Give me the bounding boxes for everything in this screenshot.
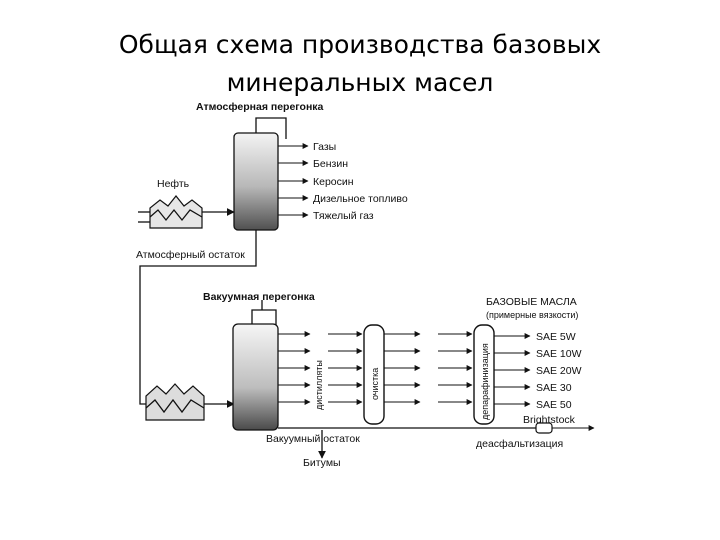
arrows-from-purification: [384, 331, 421, 405]
atm-product-labels: Газы Бензин Керосин Дизельное топливо Тя…: [313, 141, 408, 222]
grade-label-4: SAE 30: [536, 382, 572, 394]
vac-residue-label: Вакуумный остаток: [266, 433, 360, 445]
atm-residue-label: Атмосферный остаток: [136, 249, 245, 261]
atmospheric-column: [233, 132, 279, 231]
label-gasoline: Бензин: [313, 158, 348, 170]
label-gases: Газы: [313, 141, 336, 153]
distillates-label: дистилляты: [314, 360, 324, 410]
purification-unit: [363, 324, 385, 425]
atm-furnace-coil: [149, 208, 203, 222]
vac-distillate-arrows: [278, 331, 311, 405]
grade-labels: SAE 5W SAE 10W SAE 20W SAE 30 SAE 50: [536, 331, 582, 411]
atmospheric-heading: Атмосферная перегонка: [196, 101, 324, 113]
vacuum-heading: Вакуумная перегонка: [203, 291, 315, 303]
vac-overhead-line: [251, 309, 277, 329]
atm-overhead-line: [255, 117, 287, 139]
label-kerosene: Керосин: [313, 176, 354, 188]
grade-label-5: SAE 50: [536, 399, 572, 411]
arrows-to-purification: [328, 331, 363, 405]
slide-title-line-1: Общая схема производства базовых: [118, 30, 602, 59]
grade-label-2: SAE 10W: [536, 348, 582, 360]
deasphalting-label: деасфальтизация: [476, 438, 563, 450]
grade-arrows: [494, 333, 531, 407]
bitumen-label: Битумы: [303, 457, 341, 469]
vac-feed-line: [139, 298, 148, 405]
purification-label: очистка: [370, 368, 380, 400]
vacuum-column: [232, 323, 279, 431]
label-heavy-gas: Тяжелый газ: [313, 210, 374, 222]
vac-furnace: [145, 383, 205, 421]
grade-label-1: SAE 5W: [536, 331, 576, 343]
dewaxing-unit: [473, 324, 495, 425]
grade-label-3: SAE 20W: [536, 365, 582, 377]
brightstock-label: Brightstock: [523, 414, 576, 426]
atm-residue-line: [139, 230, 257, 298]
atm-product-arrows: [278, 143, 309, 218]
label-diesel: Дизельное топливо: [313, 193, 408, 205]
slide-title: Общая схема производства базовых минерал…: [0, 26, 720, 102]
base-oils-heading: БАЗОВЫЕ МАСЛА: [486, 296, 577, 308]
feed-label: Нефть: [157, 178, 190, 190]
deasphalting-unit: [535, 422, 553, 434]
arrows-to-dewaxing: [438, 331, 473, 405]
slide-title-line-2: минеральных масел: [226, 68, 494, 97]
base-oils-subheading: (примерные вязкости): [486, 310, 578, 320]
atm-furnace: [149, 195, 203, 229]
dewaxing-label: депарафинизация: [480, 343, 490, 420]
vac-furnace-coil: [145, 398, 205, 414]
